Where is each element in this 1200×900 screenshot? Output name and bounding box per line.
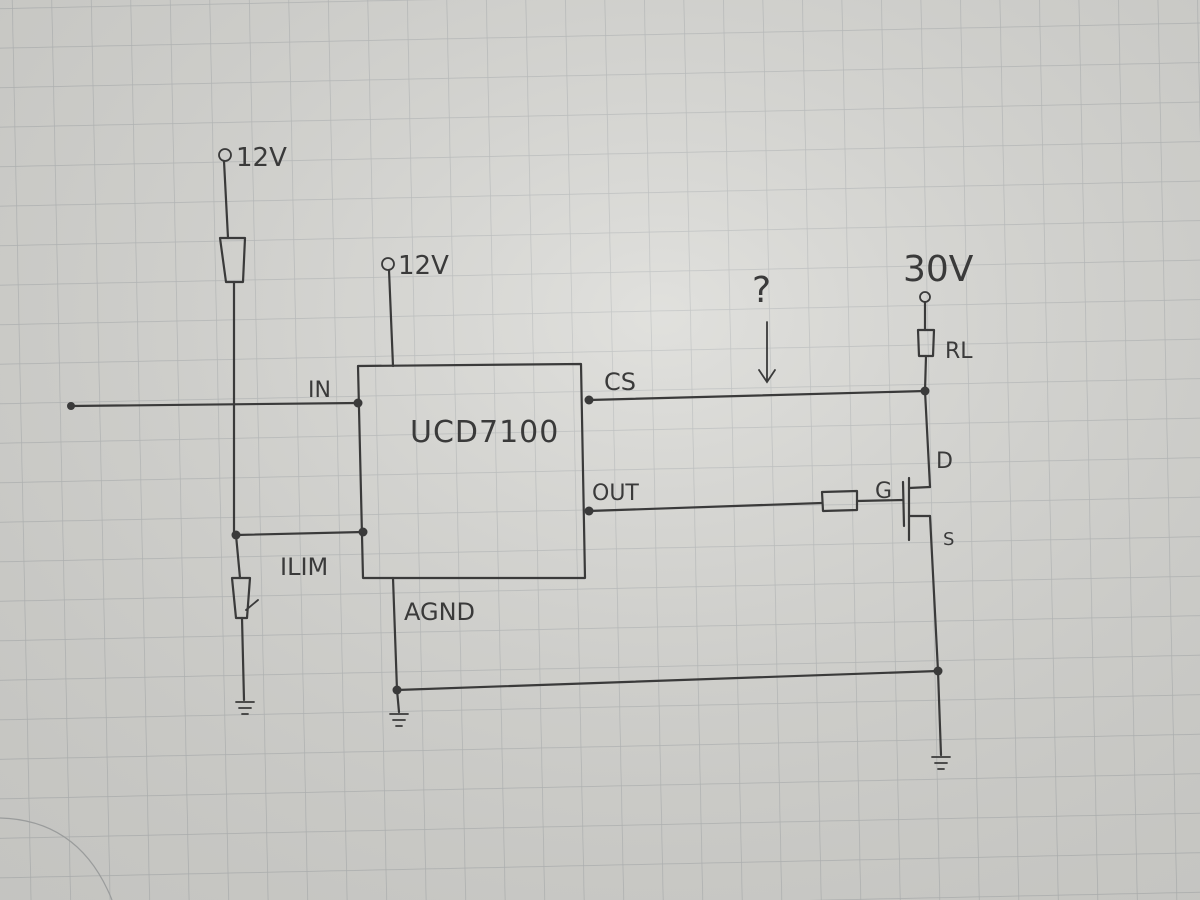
drain-lead — [923, 389, 932, 489]
ic-supply-label: 12V — [398, 251, 449, 281]
source-label: S — [943, 529, 954, 550]
ilim-net: ILIM — [230, 527, 368, 715]
in-pin-label: IN — [308, 378, 331, 403]
ground-icon-left — [235, 701, 255, 715]
ic-body — [356, 362, 587, 580]
gate-label: G — [875, 479, 892, 504]
drain-stub — [907, 485, 932, 490]
agnd-ground-wire — [395, 688, 401, 714]
question-mark: ? — [752, 270, 771, 311]
pot-top-wire — [234, 533, 242, 580]
out-pin-label: OUT — [592, 481, 639, 506]
cs-wire — [587, 389, 927, 402]
load-supply-label: 30V — [903, 249, 974, 290]
ground-icon-middle — [389, 713, 409, 727]
mosfet: G D S — [875, 389, 954, 673]
pot-bottom-wire — [240, 616, 246, 702]
left-supply-wire — [222, 159, 230, 240]
agnd-net: AGND — [389, 576, 940, 727]
gate-resistor-icon — [820, 489, 859, 513]
right-ground — [931, 666, 951, 770]
arrow-down-icon — [758, 321, 776, 384]
ic-supply-wire — [387, 268, 395, 368]
out-wire — [587, 501, 824, 513]
ground-return-wire — [395, 669, 940, 692]
ilim-wire — [234, 530, 365, 537]
out-net: OUT — [584, 481, 905, 516]
load-resistor-label: RL — [945, 339, 973, 364]
input-wire — [69, 401, 360, 408]
load-to-drain-wire — [923, 354, 928, 393]
input-net: IN — [67, 378, 363, 410]
source-lead — [928, 514, 940, 673]
drain-label: D — [936, 449, 953, 474]
left-supply: 12V — [218, 143, 287, 535]
cs-net: CS ? — [584, 270, 930, 405]
ilim-pin-dot — [358, 527, 368, 537]
gate-plate — [901, 480, 906, 528]
ic-ucd7100: UCD7100 — [356, 362, 587, 580]
left-supply-label: 12V — [236, 143, 287, 173]
ic-name-label: UCD7100 — [410, 415, 559, 450]
ground-icon-right — [931, 756, 951, 770]
potentiometer-icon — [230, 576, 252, 620]
load-resistor-icon — [916, 328, 936, 358]
source-ground-wire — [936, 669, 943, 757]
agnd-wire — [391, 576, 399, 692]
pot-wiper — [245, 599, 259, 611]
top-resistor-icon — [218, 236, 247, 284]
gate-wire — [855, 498, 905, 503]
ilim-pin-label: ILIM — [280, 553, 328, 581]
corner-curl — [0, 817, 113, 900]
ic-supply: 12V — [381, 251, 449, 368]
load-net: 30V RL — [903, 249, 974, 393]
agnd-pin-label: AGND — [404, 598, 475, 626]
cs-pin-label: CS — [604, 368, 636, 396]
